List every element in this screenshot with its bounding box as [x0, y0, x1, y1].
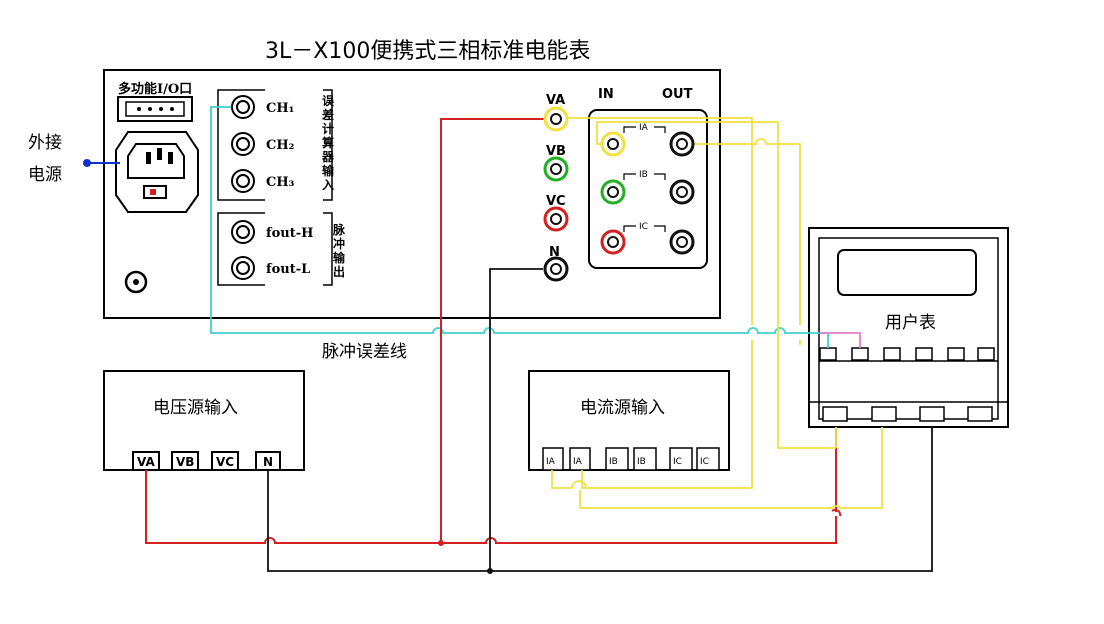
pulse-output-char-3: 输 — [333, 250, 346, 265]
yellow-ia-return-wire — [579, 427, 883, 509]
current-out-header: OUT — [662, 87, 693, 102]
svg-text:IB: IB — [609, 457, 618, 467]
svg-text:IC: IC — [700, 457, 709, 467]
ground-terminal[interactable] — [124, 270, 148, 294]
ch3-jack[interactable] — [231, 169, 255, 193]
ic-in-jack[interactable] — [600, 229, 626, 255]
error-calc-char-6: 输 — [322, 163, 335, 178]
svg-text:IA: IA — [573, 457, 583, 467]
ch3-label: CH₃ — [266, 175, 295, 190]
voltage-source-terminal-va[interactable]: VA — [132, 451, 160, 471]
current-source-terminal-ic-1[interactable]: IC — [669, 447, 693, 471]
user-meter — [808, 227, 1009, 428]
pulse-error-line-label: 脉冲误差线 — [322, 342, 407, 362]
ic-out-jack[interactable] — [669, 229, 695, 255]
error-calc-char-3: 计 — [322, 121, 334, 136]
fout-h-label: fout-H — [266, 226, 313, 241]
current-terminal-box — [588, 109, 708, 269]
error-calc-char-1: 误 — [322, 94, 335, 108]
n-label: N — [549, 245, 560, 260]
pulse-output-char-2: 冲 — [333, 236, 345, 251]
diagram-title: 3L－X100便携式三相标准电能表 — [265, 39, 590, 64]
svg-text:IB: IB — [637, 457, 646, 467]
fout-l-label: fout-L — [266, 262, 310, 277]
ia-out-jack[interactable] — [669, 131, 695, 157]
va-label: VA — [546, 93, 565, 108]
io-port[interactable] — [117, 96, 193, 122]
svg-text:IA: IA — [546, 457, 556, 467]
current-source-terminal-ia-2[interactable]: IA — [569, 447, 591, 471]
svg-text:VB: VB — [176, 455, 194, 469]
voltage-source-box — [103, 370, 305, 471]
pink-pulse-wire — [820, 332, 861, 348]
external-power-label-2: 电源 — [28, 165, 62, 185]
ch1-jack[interactable] — [231, 95, 255, 119]
power-socket[interactable] — [115, 131, 199, 213]
ch2-label: CH₂ — [266, 138, 294, 153]
io-port-label: 多功能I/O口 — [118, 81, 192, 97]
voltage-source-terminal-vc[interactable]: VC — [211, 451, 239, 471]
user-meter-title: 用户表 — [885, 313, 936, 333]
ch2-jack[interactable] — [231, 132, 255, 156]
vc-label: VC — [546, 194, 566, 209]
power-plug-dot — [83, 159, 91, 167]
current-source-terminal-ic-2[interactable]: IC — [696, 447, 720, 471]
standard-meter-panel — [103, 69, 721, 319]
current-in-header: IN — [598, 87, 614, 102]
vb-jack[interactable] — [543, 156, 569, 182]
pulse-output-char-4: 出 — [333, 264, 345, 279]
ch1-label: CH₁ — [266, 101, 294, 116]
pulse-output-char-1: 脉 — [332, 222, 346, 237]
black-n-wire — [267, 268, 933, 572]
ib-out-jack[interactable] — [669, 179, 695, 205]
svg-text:VA: VA — [137, 455, 155, 469]
ib-label: IB — [639, 170, 648, 180]
voltage-source-title: 电压源输入 — [153, 398, 238, 418]
error-calc-char-4: 算 — [322, 135, 334, 150]
voltage-source-terminal-n[interactable]: N — [255, 451, 281, 471]
voltage-source-terminal-vb[interactable]: VB — [171, 451, 199, 471]
vc-jack[interactable] — [543, 206, 569, 232]
error-calc-char-2: 差 — [321, 107, 334, 122]
svg-text:IC: IC — [673, 457, 682, 467]
current-source-title: 电流源输入 — [580, 398, 665, 418]
error-calc-char-7: 入 — [322, 178, 334, 192]
current-source-terminal-ib-1[interactable]: IB — [605, 447, 629, 471]
ic-label: IC — [639, 222, 648, 232]
yellow-va-voltage-wire — [566, 117, 753, 489]
yellow-ia-in-wire — [596, 121, 836, 449]
error-calc-char-5: 器 — [321, 150, 335, 164]
current-source-terminal-ib-2[interactable]: IB — [633, 447, 657, 471]
external-power-label-1: 外接 — [28, 133, 62, 153]
ib-in-jack[interactable] — [600, 179, 626, 205]
fout-l-jack[interactable] — [231, 256, 255, 280]
svg-text:N: N — [263, 455, 273, 469]
svg-text:VC: VC — [216, 455, 234, 469]
va-jack[interactable] — [543, 106, 569, 132]
n-jack[interactable] — [543, 256, 569, 282]
current-source-box — [528, 370, 730, 471]
ia-in-jack[interactable] — [600, 131, 626, 157]
ia-label: IA — [639, 123, 649, 133]
vb-label: VB — [546, 144, 566, 159]
fout-h-jack[interactable] — [231, 220, 255, 244]
current-source-terminal-ia-1[interactable]: IA — [542, 447, 564, 471]
